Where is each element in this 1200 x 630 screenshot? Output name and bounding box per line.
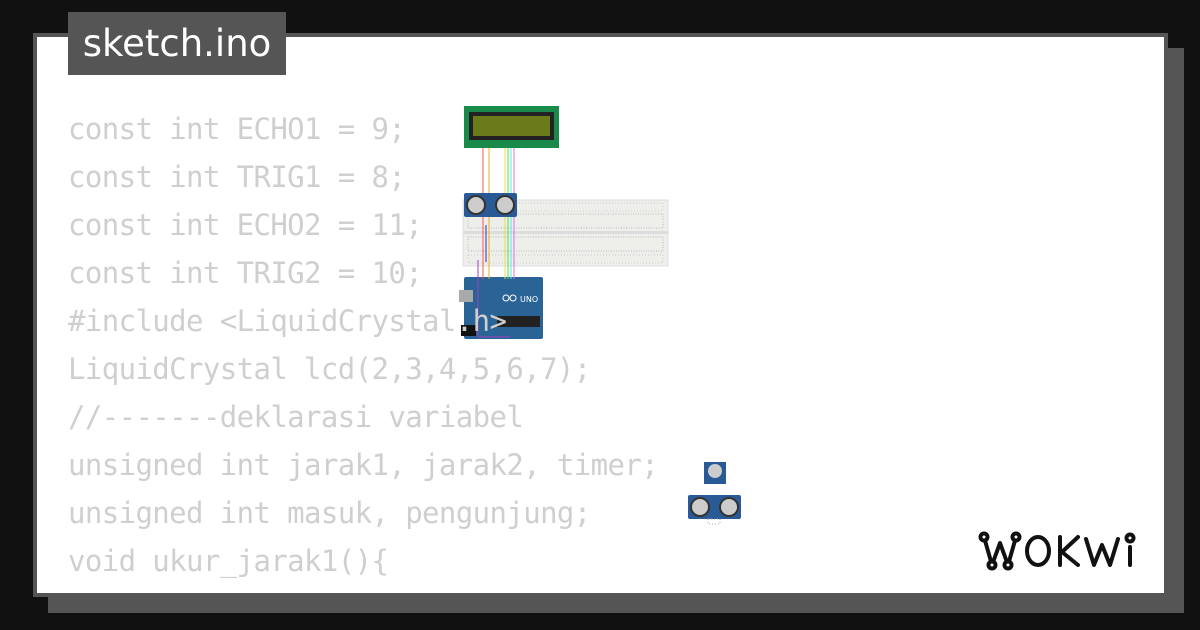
wokwi-logo	[978, 531, 1136, 571]
code-line: void ukur_jarak1(){	[68, 544, 389, 578]
code-line: digitalWrite(TRIG1, LOW);	[68, 585, 658, 593]
ultrasonic-sensor	[688, 495, 741, 525]
arduino-uno: UNO	[459, 277, 543, 339]
circuit-diagram: UNO	[459, 106, 741, 525]
code-preview: const int ECHO1 = 9; const int TRIG1 = 8;…	[68, 105, 659, 593]
code-line: const int ECHO1 = 9;	[68, 112, 406, 146]
file-tab: sketch.ino	[68, 12, 286, 75]
potentiometer	[704, 462, 726, 484]
code-line: const int ECHO2 = 11;	[68, 208, 423, 242]
ultrasonic-sensor	[464, 193, 517, 217]
code-line: const int TRIG2 = 10;	[68, 256, 423, 290]
lcd-display	[464, 106, 559, 148]
code-line: const int TRIG1 = 8;	[68, 160, 406, 194]
code-line: //-------deklarasi variabel	[68, 400, 524, 434]
code-line: LiquidCrystal lcd(2,3,4,5,6,7);	[68, 352, 591, 386]
preview-card: UNO	[33, 33, 1168, 597]
code-line: unsigned int jarak1, jarak2, timer;	[68, 448, 659, 482]
code-line: #include <LiquidCrystal.h>	[68, 304, 507, 338]
board-label: UNO	[520, 295, 538, 304]
code-line: unsigned int masuk, pengunjung;	[68, 496, 591, 530]
